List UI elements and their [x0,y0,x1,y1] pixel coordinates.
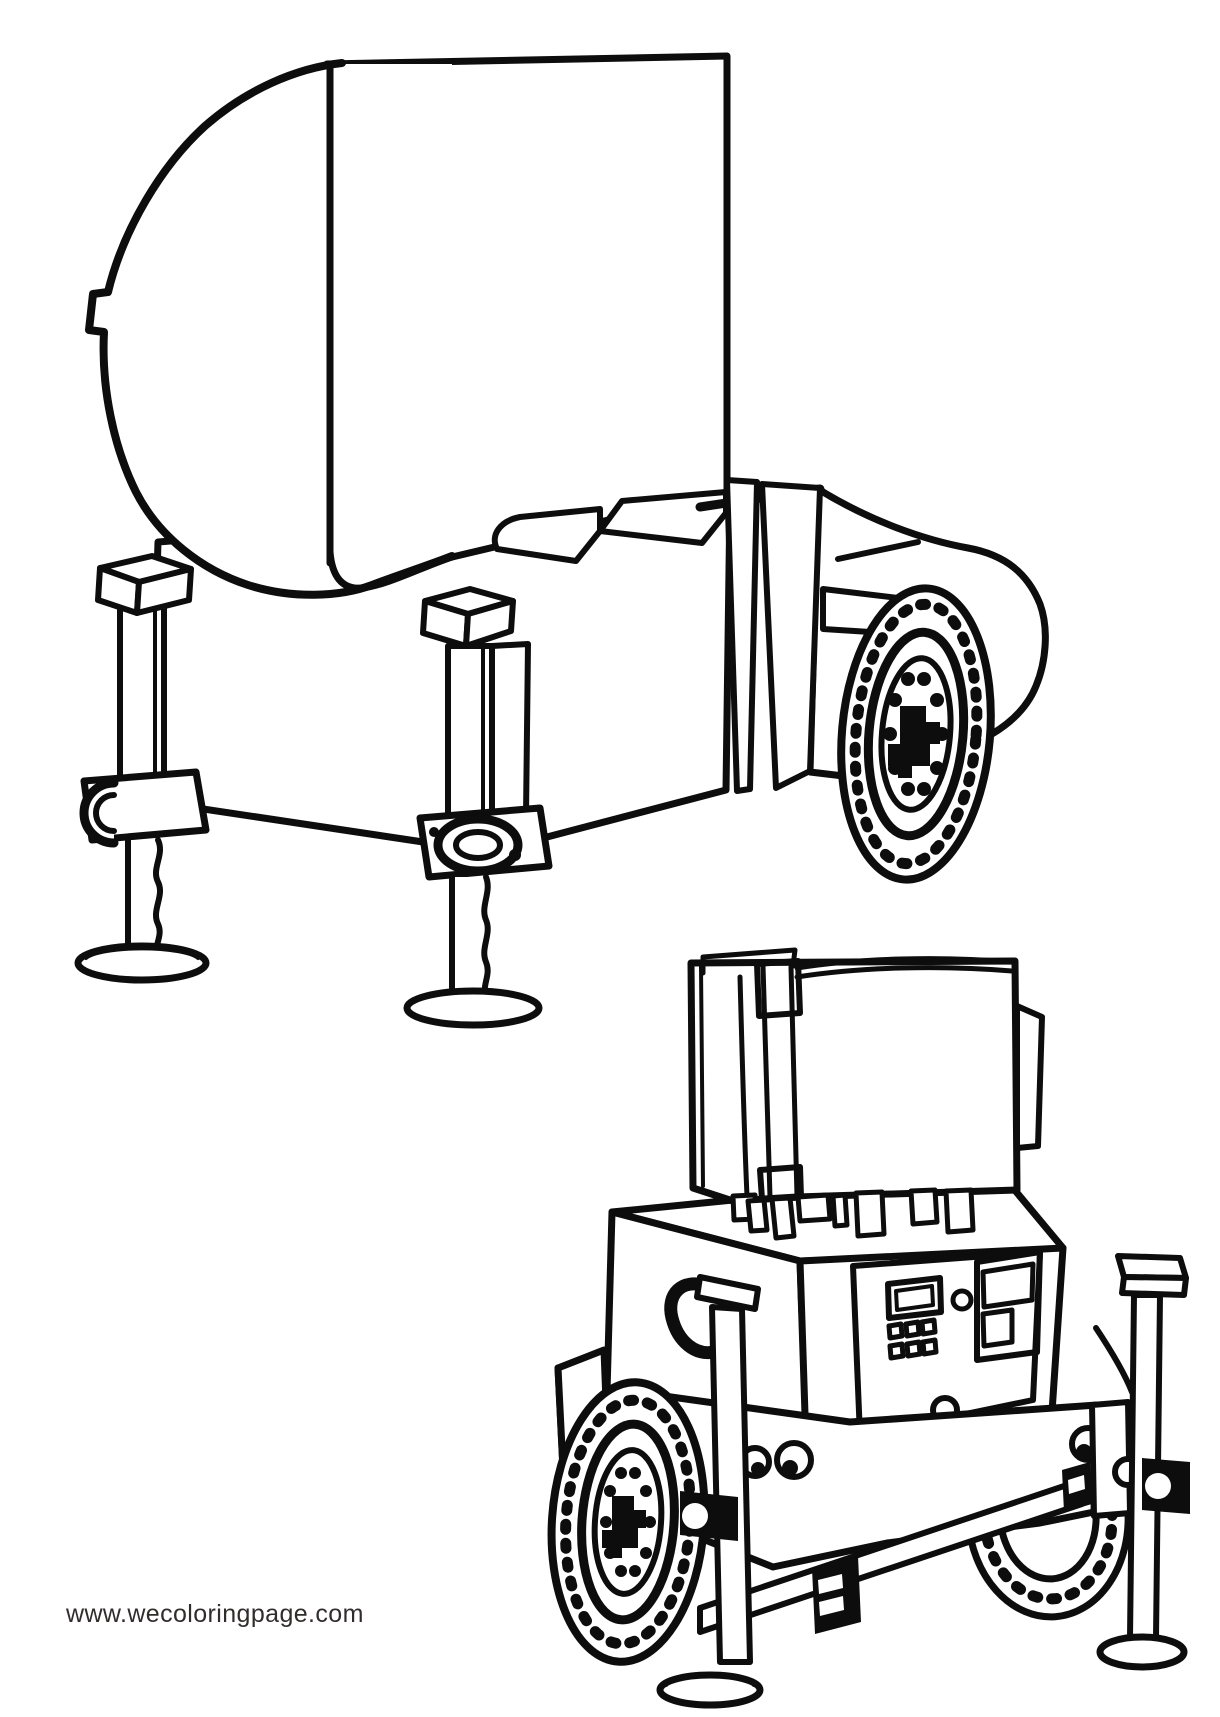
tire-tread [849,598,983,870]
top-box-seam-1 [794,956,1015,971]
leg-column [709,1304,753,1665]
stabilizer-leg-front [656,1274,764,1709]
figure-generator-trailer [547,947,1190,1709]
panel-display [885,1275,944,1321]
jack-knob [433,814,523,876]
leg-foot [1096,1633,1188,1671]
panel-door [974,1249,1043,1363]
wheel-hub [888,706,940,778]
tow-bar-bracket [812,1556,861,1634]
top-box-strap-r [788,964,800,1199]
jack-foot [74,942,210,984]
watermark-url: www.wecoloringpage.com [66,1600,364,1628]
panel-indicator-light [950,1288,974,1312]
top-box-flap [1014,1003,1045,1151]
strap-band-2 [759,481,823,791]
strap-buckle-top [754,958,803,1019]
jack-stand-left [74,553,210,984]
top-box-seam-2 [794,965,1015,980]
control-panel [850,1249,1043,1439]
stabilizer-leg-right [1093,1253,1190,1671]
deck-cleat-left [491,506,603,564]
strap-band-1 [724,477,760,794]
left-wheel-hub [602,1496,646,1558]
lifting-hook [664,1277,721,1360]
leg-handle [694,1274,761,1312]
top-box-lip [700,947,798,976]
box-mount-stubs [730,1187,976,1241]
figure-radar-dome-trailer [74,52,1049,1029]
left-wheel-bolts [600,1467,656,1577]
top-box-panel-line [737,974,750,1199]
control-panel-frame [850,1249,1043,1439]
top-box-strap-l [760,963,773,1200]
panel-buttons [886,1317,939,1361]
radome-body [89,64,452,595]
radome-bottom-seam [326,548,456,592]
jack-stand-center [403,586,553,1029]
rear-body-seam [835,539,921,562]
